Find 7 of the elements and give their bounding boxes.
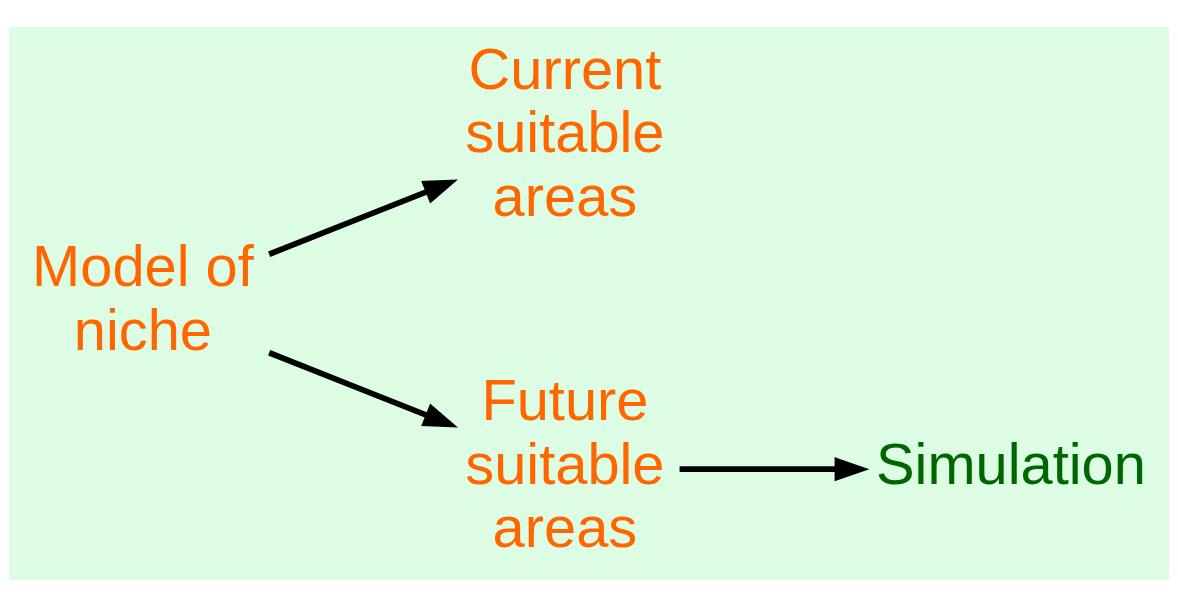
arrow [268,349,458,428]
node-text: Future suitable areas [465,367,665,559]
arrow [268,178,458,257]
node-text: Current suitable areas [465,36,665,228]
node-text: Simulation [876,431,1146,496]
arrow [679,456,870,481]
node-text: Model of niche [32,233,254,362]
